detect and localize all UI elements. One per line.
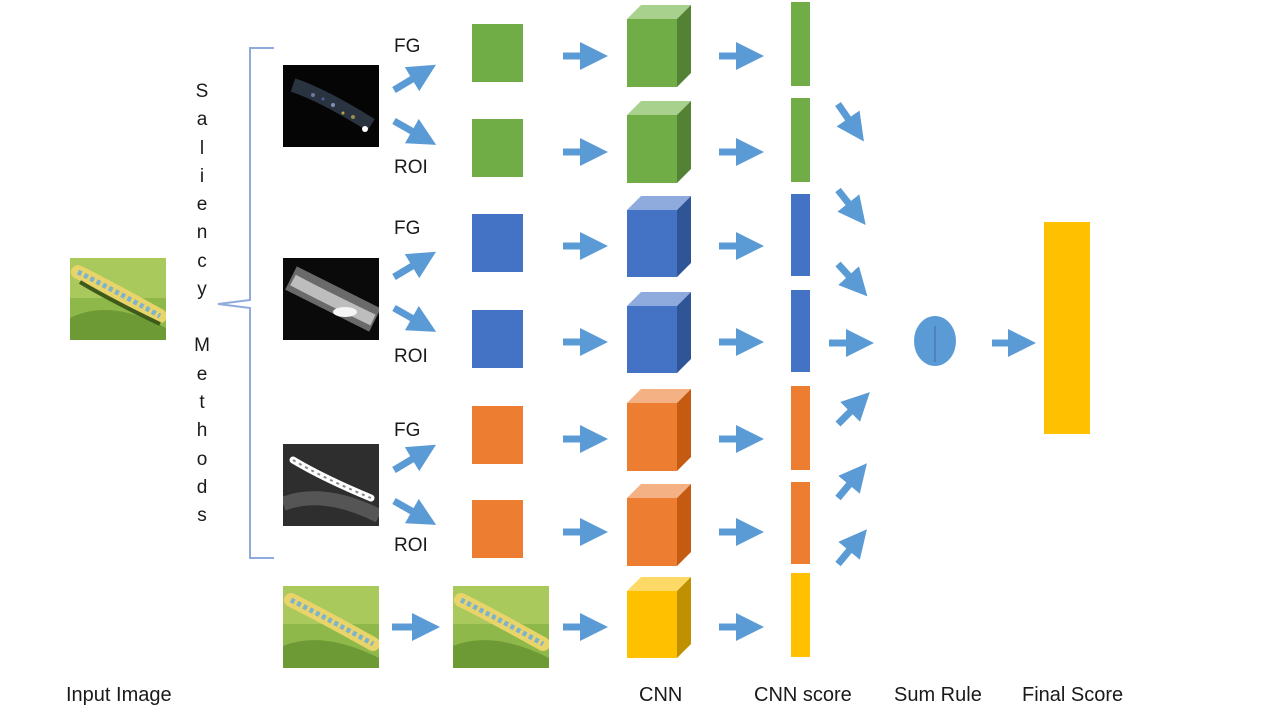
saliency-letter: s [197,505,207,527]
orange-feature-square [472,500,523,558]
saliency-letter: y [197,279,207,301]
saliency-letter: e [196,363,208,385]
orange-cnn-cube [627,389,691,471]
green-feature-square [472,119,523,177]
cnn-score-bar [791,2,810,86]
blue-feature-square [472,214,523,272]
green-cnn-cube [627,101,691,183]
saliency-letter: t [199,391,205,413]
sum-rule-label: Sum Rule [894,684,982,706]
cnn-score-bar [791,290,810,372]
cnn-score-bar [791,98,810,182]
saliency-letter: i [199,165,205,187]
green-feature-square [472,24,523,82]
branch-label-roi: ROI [394,346,428,367]
cnn-label: CNN [639,684,683,706]
saliency-map-1 [283,65,379,147]
saliency-map-3 [283,444,379,526]
saliency-methods-label: S a l i e n c y M e t h o d s [194,78,210,530]
final-score-bar [1044,222,1090,434]
cnn-score-bar [791,482,810,564]
blue-feature-square [472,310,523,368]
blue-cnn-cube [627,196,691,277]
sum-circle-icon [914,316,956,366]
saliency-letter: d [196,476,208,498]
saliency-letter: o [196,448,208,470]
saliency-letter: n [196,222,208,244]
saliency-letter: e [196,194,208,216]
saliency-gap [194,304,210,332]
saliency-map-2 [283,258,379,340]
bracket-icon [217,47,274,559]
final-score-label: Final Score [1022,684,1124,706]
original-image [283,586,379,668]
branch-label-fg: FG [394,36,421,57]
orange-cnn-cube [627,484,691,566]
branch-label-roi: ROI [394,535,428,556]
saliency-letter: c [197,250,207,272]
blue-cnn-cube [627,292,691,373]
cnn-score-label: CNN score [754,684,852,706]
saliency-letter: a [196,109,208,131]
yellow-cnn-cube [627,577,691,658]
input-image-label: Input Image [66,684,172,706]
branch-label-fg: FG [394,420,421,441]
green-cnn-cube [627,5,691,87]
cnn-score-bar [791,194,810,276]
input-image [70,258,166,340]
saliency-letter: M [194,335,210,357]
orange-feature-square [472,406,523,464]
cnn-score-bar [791,386,810,470]
branch-label-fg: FG [394,218,421,239]
saliency-letter: l [199,137,205,159]
saliency-letter: h [196,420,208,442]
cnn-score-bar [791,573,810,657]
resized-image [453,586,549,668]
branch-label-roi: ROI [394,157,428,178]
saliency-letter: S [195,81,209,102]
